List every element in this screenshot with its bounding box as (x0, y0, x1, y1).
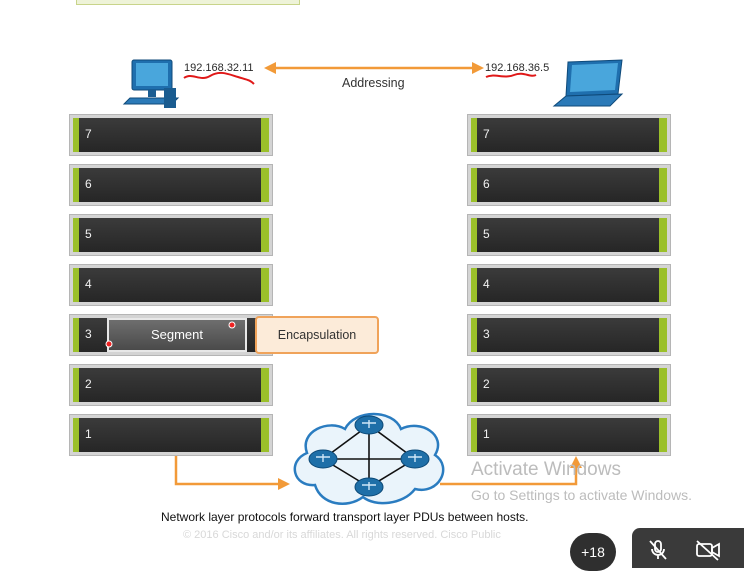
network-cloud-icon (293, 412, 445, 505)
data-flow-arrow (440, 456, 582, 486)
segment-pdu: Segment (107, 318, 247, 352)
activate-windows-subtitle: Go to Settings to activate Windows. (471, 487, 692, 503)
previous-slide-box (76, 0, 300, 5)
activate-windows-title: Activate Windows (471, 459, 621, 480)
layer-2: 2 (69, 364, 273, 406)
layer-2: 2 (467, 364, 671, 406)
desktop-computer-icon (122, 59, 180, 108)
meeting-control-bar (632, 528, 744, 568)
layer-4: 4 (69, 264, 273, 306)
data-flow-arrow (174, 456, 290, 490)
red-pen-annotation (183, 71, 255, 85)
layer-1: 1 (467, 414, 671, 456)
router-icon (354, 415, 384, 435)
layer-4: 4 (467, 264, 671, 306)
layer-5: 5 (467, 214, 671, 256)
layer-3: 3 (467, 314, 671, 356)
laptop-icon (552, 59, 624, 107)
layer-6: 6 (69, 164, 273, 206)
copyright-text: © 2016 Cisco and/or its affiliates. All … (183, 529, 501, 541)
addressing-arrow (264, 62, 484, 74)
right-host-ip: 192.168.36.5 (485, 62, 550, 74)
router-icon (400, 449, 430, 469)
segment-marker-dot (228, 321, 236, 329)
router-icon (354, 477, 384, 497)
encapsulation-callout: Encapsulation (255, 316, 379, 354)
router-icon (308, 449, 338, 469)
layer-6: 6 (467, 164, 671, 206)
camera-off-icon[interactable] (694, 538, 722, 562)
layer-3: 3 Segment (69, 314, 273, 356)
slide-caption: Network layer protocols forward transpor… (161, 510, 529, 524)
addressing-label: Addressing (342, 76, 405, 90)
segment-marker-dot (105, 340, 113, 348)
layer-7: 7 (69, 114, 273, 156)
layer-1: 1 (69, 414, 273, 456)
participants-count-badge[interactable]: +18 (570, 533, 616, 571)
left-host-ip: 192.168.32.11 (184, 62, 254, 74)
mic-off-icon[interactable] (646, 538, 670, 562)
red-pen-annotation (485, 72, 537, 78)
layer-7: 7 (467, 114, 671, 156)
layer-5: 5 (69, 214, 273, 256)
